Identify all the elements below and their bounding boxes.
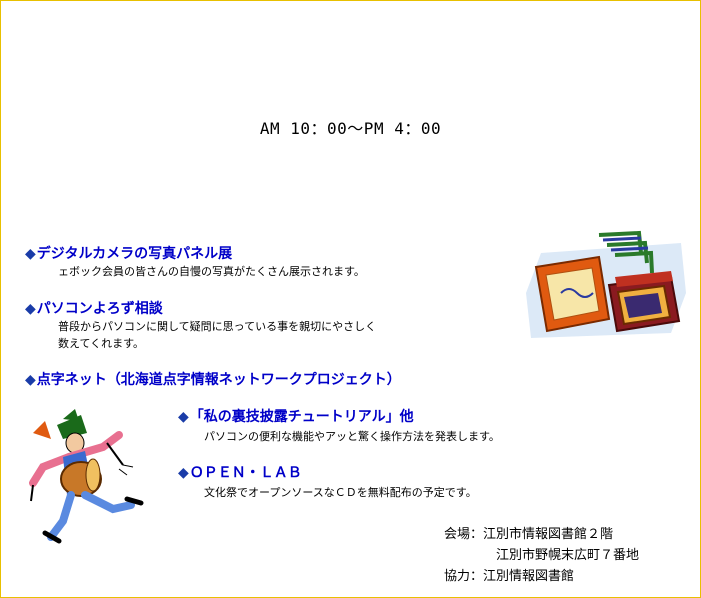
event-heading-open-lab: ◆ＯＰＥＮ・ＬＡＢ <box>178 465 302 481</box>
event-desc-tutorial: パソコンの便利な機能やアッと驚く操作方法を発表します。 <box>204 430 500 443</box>
event-heading-braille-net: ◆点字ネット（北海道点字情報ネットワークプロジェクト） <box>25 372 401 388</box>
event-desc-pc-consult: 普段からパソコンに関して疑問に思っている事を親切にやさしく 数えてくれます。 <box>58 320 377 350</box>
venue-info: 会場：江別市情報図書館２階 江別市野幌末広町７番地 協力：江別情報図書館 <box>444 524 639 587</box>
picture-frames-icon <box>526 230 686 338</box>
diamond-bullet-icon: ◆ <box>25 246 36 262</box>
diamond-bullet-icon: ◆ <box>178 465 189 481</box>
event-desc-photo-panel: ェボック会員の皆さんの自慢の写真がたくさん展示されます。 <box>58 265 365 278</box>
diamond-bullet-icon: ◆ <box>25 301 36 317</box>
venue-line-2: 江別市野幌末広町７番地 <box>496 548 640 563</box>
diamond-bullet-icon: ◆ <box>178 409 189 425</box>
event-heading-photo-panel: ◆デジタルカメラの写真パネル展 <box>25 246 233 262</box>
event-desc-open-lab: 文化祭でオープンソースなＣＤを無料配布の予定です。 <box>204 486 477 499</box>
venue-line-3: 協力：江別情報図書館 <box>444 569 575 584</box>
diamond-bullet-icon: ◆ <box>25 372 36 388</box>
event-time: AM 10：00〜PM 4：00 <box>259 119 442 138</box>
event-heading-pc-consult: ◆パソコンよろず相談 <box>25 301 163 317</box>
event-heading-tutorial: ◆「私の裏技披露チュートリアル」他 <box>178 409 414 425</box>
drummer-icon <box>29 409 144 544</box>
venue-line-1: 会場：江別市情報図書館２階 <box>444 527 614 542</box>
